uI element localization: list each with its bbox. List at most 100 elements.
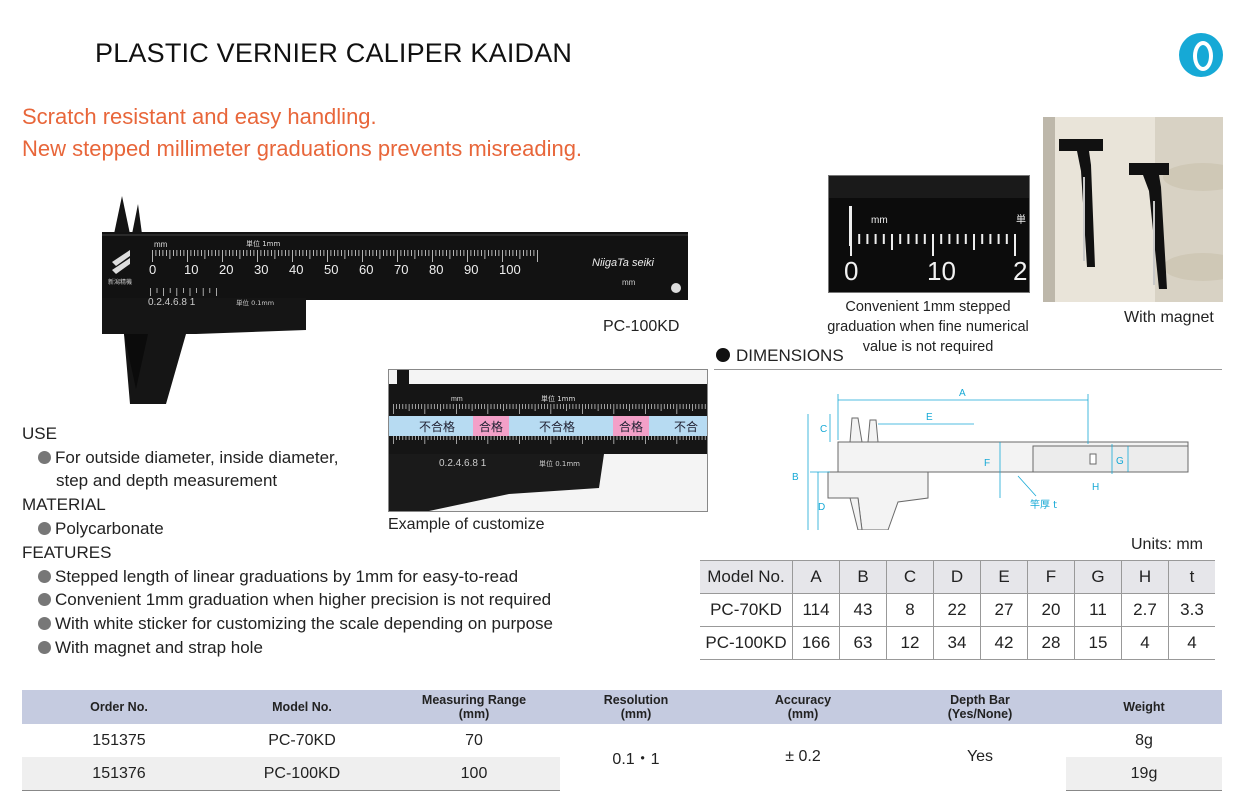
caliper-model-label: PC-100KD — [603, 318, 680, 335]
order-header-row: Order No. Model No. Measuring Range (mm)… — [22, 690, 1222, 724]
col-order-no: Order No. — [22, 690, 216, 724]
bullet-icon — [38, 617, 51, 630]
custom-sticker-text: 合格 — [479, 419, 503, 434]
bullet-icon — [38, 641, 51, 654]
strap-hole-icon — [671, 283, 681, 293]
tagline-line-1: Scratch resistant and easy handling. — [22, 104, 377, 129]
col-model-no: Model No. — [216, 690, 388, 724]
zoom-number-2: 2 — [1013, 256, 1027, 286]
bullet-icon — [38, 570, 51, 583]
col-g: G — [1074, 560, 1122, 594]
resolution-value: 0.1・1 — [560, 724, 712, 791]
depth-bar-value: Yes — [894, 724, 1066, 791]
table-row: 151376 PC-100KD 100 19g — [22, 757, 1222, 791]
scale-number: 80 — [429, 262, 443, 277]
bullet-icon — [38, 593, 51, 606]
vernier-ticks — [150, 288, 217, 296]
main-scale-ticks — [152, 250, 538, 262]
custom-sticker-text: 合格 — [619, 419, 643, 434]
customize-stickers: 不合格 合格 不合格 合格 不合 — [419, 416, 698, 436]
tagline-line-2: New stepped millimeter graduations preve… — [22, 136, 583, 161]
custom-sticker-text: 不合格 — [539, 419, 575, 434]
feature-item: Stepped length of linear graduations by … — [38, 567, 518, 587]
use-item-continued: step and depth measurement — [56, 471, 278, 490]
col-a: A — [792, 560, 840, 594]
dim-label-g: G — [1116, 456, 1124, 467]
dimensions-diagram: A E B C D F G H 竿厚 t — [792, 388, 1189, 530]
scale-number: 20 — [219, 262, 233, 277]
custom-sticker-text: 不合格 — [419, 419, 455, 434]
graduation-zoom-photo: mm 単 0 10 2 — [828, 175, 1030, 293]
col-t: t — [1168, 560, 1215, 594]
scale-number: 30 — [254, 262, 268, 277]
vernier-numbers: 0.2.4.6.8 1 — [148, 297, 196, 308]
table-row: 151375 PC-70KD 70 0.1・1 ± 0.2 Yes 8g — [22, 724, 1222, 791]
scale-number: 90 — [464, 262, 478, 277]
magnet-photo — [1043, 117, 1223, 302]
order-table: Order No. Model No. Measuring Range (mm)… — [22, 690, 1222, 791]
maker-name: 新潟精機 — [108, 278, 132, 286]
scale-number: 40 — [289, 262, 303, 277]
dim-label-h: H — [1092, 482, 1099, 493]
col-measuring-range: Measuring Range (mm) — [388, 690, 560, 724]
dimensions-divider — [714, 369, 1222, 370]
col-e: E — [980, 560, 1028, 594]
unit-01mm-label: 単位 0.1mm — [236, 298, 274, 307]
scale-number: 0 — [149, 262, 156, 277]
zoom-unit-label: mm — [871, 215, 888, 226]
bullet-icon — [38, 451, 51, 464]
brand-text: NiigaTa seiki — [592, 257, 655, 269]
features-heading: FEATURES — [22, 543, 112, 562]
feature-item: With magnet and strap hole — [38, 638, 263, 658]
custom-sticker-text: 不合 — [674, 419, 698, 434]
col-b: B — [839, 560, 887, 594]
dimensions-header-row: Model No. A B C D E F G H t — [700, 560, 1215, 594]
brand-logo-icon — [1179, 33, 1223, 77]
unit-mm-right: mm — [622, 278, 636, 287]
units-label: Units: mm — [1131, 536, 1203, 553]
maker-logo-icon — [112, 250, 130, 274]
accuracy-value: ± 0.2 — [712, 724, 894, 791]
col-resolution: Resolution (mm) — [560, 690, 712, 724]
scale-number: 100 — [499, 262, 521, 277]
col-c: C — [886, 560, 934, 594]
zoom-ticks — [850, 234, 1016, 256]
zoom-number-0: 0 — [844, 256, 858, 286]
material-heading: MATERIAL — [22, 495, 106, 514]
unit-01mm-label: 単位 0.1mm — [539, 459, 580, 468]
dim-label-c: C — [820, 424, 827, 435]
dimensions-heading: DIMENSIONS — [716, 346, 844, 366]
bullet-icon — [716, 348, 730, 362]
zoom-caption: Convenient 1mm stepped graduation when f… — [827, 299, 1029, 355]
magnet-caption: With magnet — [1124, 309, 1214, 326]
customize-photo: mm 単位 1mm 不合格合格不合格合格不合 0.2.4.6.8 1 単位 0.… — [388, 369, 708, 512]
col-f: F — [1027, 560, 1075, 594]
unit-mm-label: mm — [451, 396, 463, 403]
scale-number: 50 — [324, 262, 338, 277]
use-heading: USE — [22, 424, 57, 443]
col-accuracy: Accuracy (mm) — [712, 690, 894, 724]
zoom-number-10: 10 — [927, 256, 956, 286]
unit-1mm-label: 単位 1mm — [246, 239, 280, 248]
vernier-numbers: 0.2.4.6.8 1 — [439, 458, 487, 469]
col-depth-bar: Depth Bar (Yes/None) — [894, 690, 1066, 724]
page-title: PLASTIC VERNIER CALIPER KAIDAN — [95, 38, 573, 68]
material-item: Polycarbonate — [38, 519, 164, 539]
scale-number: 60 — [359, 262, 373, 277]
col-d: D — [933, 560, 981, 594]
col-model: Model No. — [700, 560, 793, 594]
scale-number: 70 — [394, 262, 408, 277]
customize-caption: Example of customize — [388, 516, 545, 533]
use-item: For outside diameter, inside diameter, — [38, 448, 338, 468]
unit-mm-label: mm — [154, 240, 168, 249]
feature-item: With white sticker for customizing the s… — [38, 614, 553, 634]
customize-ticks — [393, 404, 706, 444]
zoom-unit-kanji: 単 — [1016, 213, 1026, 226]
feature-item: Convenient 1mm graduation when higher pr… — [38, 590, 551, 610]
bullet-icon — [38, 522, 51, 535]
dim-label-f: F — [984, 458, 990, 469]
